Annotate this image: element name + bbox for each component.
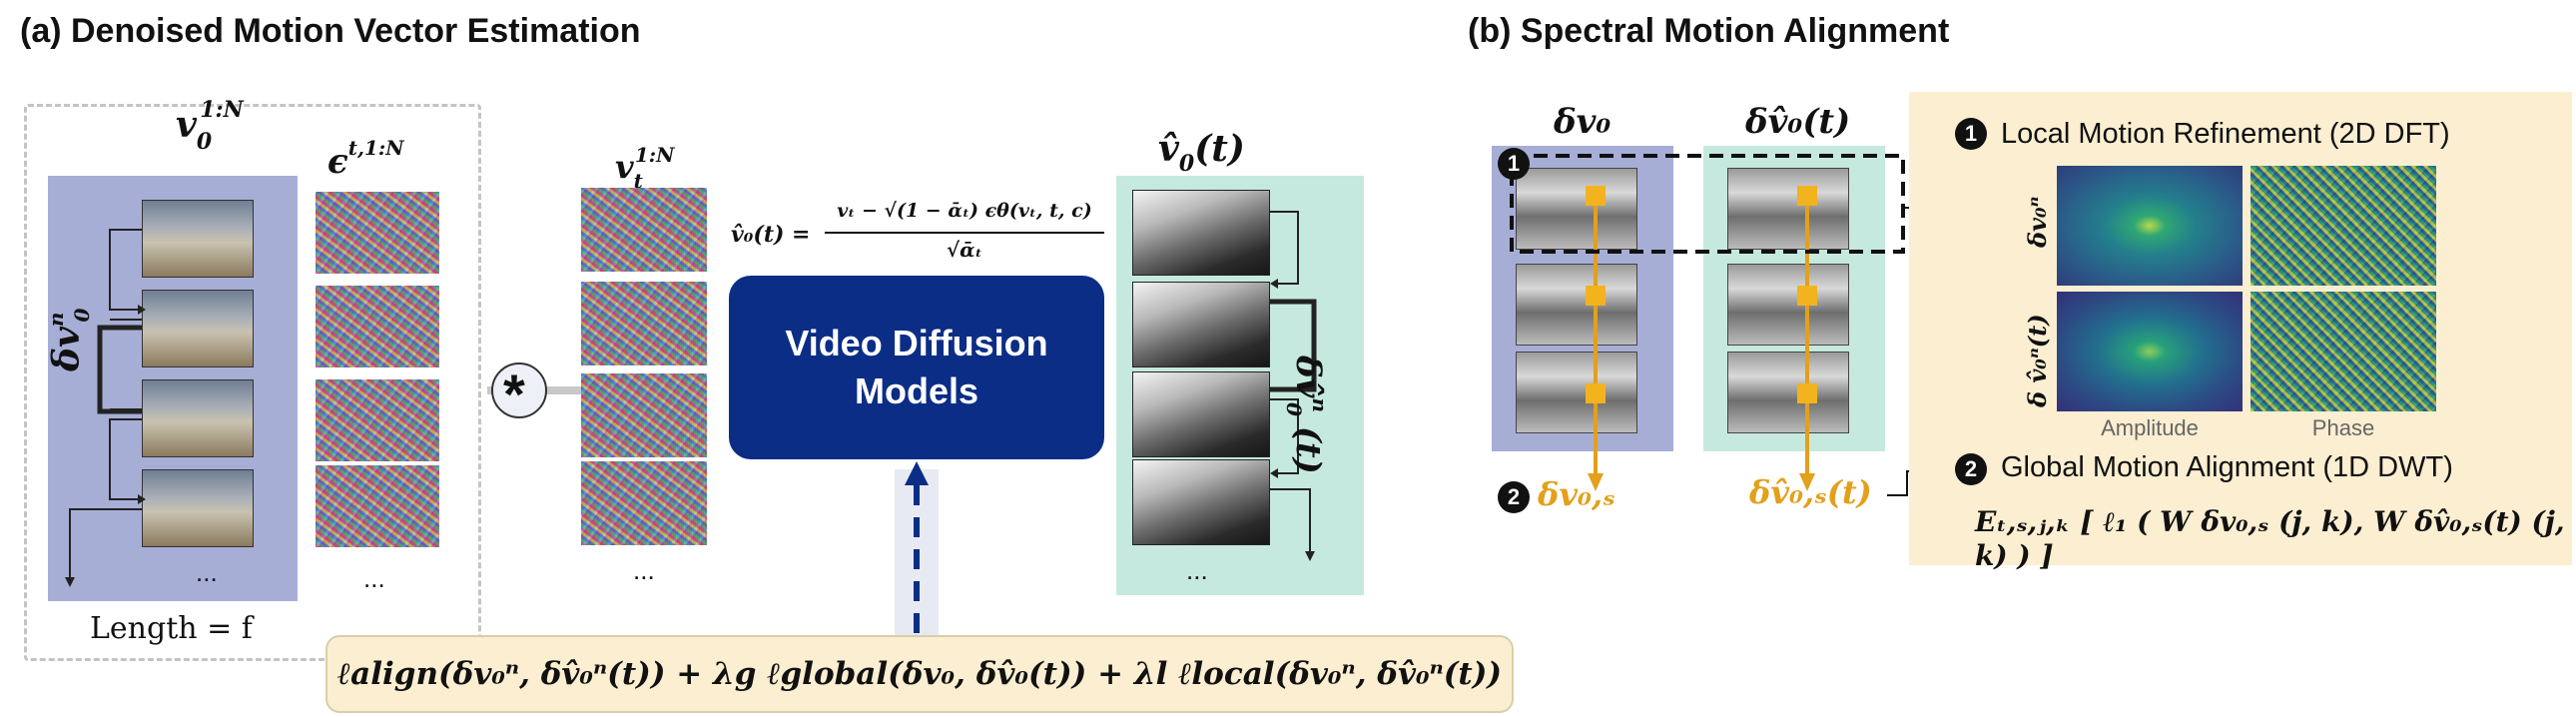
panel-b-title: (b) Spectral Motion Alignment — [1468, 12, 1950, 50]
output-frame-1 — [1132, 190, 1270, 276]
delta-vhat0n-label: δv̂n0(t) — [1282, 356, 1332, 474]
noise-frame-1 — [316, 192, 439, 274]
model-label-line1: Video Diffusion — [785, 323, 1048, 363]
v0-label: v01:N — [176, 97, 244, 155]
vhat0-label: v̂0(t) — [1158, 128, 1245, 177]
output-frame-4 — [1132, 459, 1270, 545]
amplitude-map-row2 — [2057, 292, 2243, 411]
col2-label: δv̂₀(t) — [1745, 102, 1851, 142]
input-ellipsis: ... — [196, 557, 218, 587]
input-frame-3 — [142, 379, 254, 457]
loss-equation: ℓalign(δv₀ⁿ, δv̂₀ⁿ(t)) + λg ℓglobal(δv₀,… — [336, 656, 1503, 692]
phase-map-row1 — [2251, 166, 2436, 286]
input-frame-1 — [142, 200, 254, 278]
amplitude-map-row1 — [2057, 166, 2243, 286]
badge-1-right: 1 — [1955, 118, 1987, 150]
noise-frame-2 — [316, 286, 439, 367]
badge-2-bottom: 2 — [1498, 481, 1530, 513]
noise-ellipsis: ... — [363, 563, 385, 593]
noisy-latent-4 — [581, 461, 707, 545]
phase-map-row2 — [2251, 292, 2436, 411]
global-title: Global Motion Alignment (1D DWT) — [2001, 451, 2453, 483]
col1-label: δv₀ — [1554, 102, 1611, 142]
output-ellipsis: ... — [1186, 555, 1208, 585]
bottom-label-2: δv̂₀,ₛ(t) — [1749, 473, 1872, 511]
input-frame-arrows — [65, 229, 146, 587]
convolution-icon: * — [503, 362, 525, 425]
input-video-dashed-box — [24, 104, 481, 661]
output-frame-arrows — [1270, 211, 1317, 561]
model-label-line2: Models — [854, 370, 978, 411]
vt-label: vt1:N — [615, 143, 675, 193]
local-title: Local Motion Refinement (2D DFT) — [2001, 118, 2450, 150]
input-frame-4 — [142, 469, 254, 547]
amplitude-label: Amplitude — [2101, 415, 2199, 440]
equation-denominator: √ᾱₜ — [947, 238, 982, 262]
row1-label: δv₀ⁿ — [2023, 196, 2052, 248]
row2-label: δ v̂₀ⁿ(t) — [2023, 314, 2052, 407]
panel-a-title: (a) Denoised Motion Vector Estimation — [20, 12, 641, 50]
epsilon-label: ϵt,1:N — [327, 136, 404, 182]
noisy-latent-1 — [581, 188, 707, 272]
loss-equation-box: ℓalign(δv₀ⁿ, δv̂₀ⁿ(t)) + λg ℓglobal(δv₀,… — [325, 635, 1514, 713]
badge-1: 1 — [1498, 148, 1530, 180]
col2-frame-2 — [1727, 264, 1849, 346]
col1-frame-1 — [1516, 168, 1637, 250]
gradient-dashed-arrow — [905, 461, 929, 633]
equation-lhs: v̂₀(t) = — [731, 222, 811, 248]
col1-frame-2 — [1516, 264, 1637, 346]
phase-label: Phase — [2311, 415, 2375, 440]
equation-fraction-bar — [825, 232, 1104, 234]
global-equation: Eₜ,ₛ,ⱼ,ₖ [ ℓ₁ ( W δv₀,ₛ (j, k), W δv̂₀,ₛ… — [1975, 505, 2565, 572]
badge-2-right: 2 — [1955, 453, 1987, 485]
col1-frame-3 — [1516, 352, 1637, 433]
length-label: Length = f — [90, 611, 253, 646]
noise-frame-4 — [316, 465, 439, 547]
bottom-label-1: δv₀,ₛ — [1538, 475, 1615, 513]
noisy-latent-3 — [581, 373, 707, 457]
output-frame-2 — [1132, 282, 1270, 367]
latent-ellipsis: ... — [633, 555, 655, 585]
input-frame-2 — [142, 290, 254, 367]
noise-frame-3 — [316, 379, 439, 461]
equation-numerator: vₜ − √(1 − ᾱₜ) ϵθ(vₜ, t, c) — [837, 200, 1092, 222]
noisy-latent-2 — [581, 282, 707, 365]
col2-frame-3 — [1727, 352, 1849, 433]
video-diffusion-model-box: Video Diffusion Models — [729, 276, 1104, 459]
output-frame-3 — [1132, 371, 1270, 457]
col2-frame-1 — [1727, 168, 1849, 250]
